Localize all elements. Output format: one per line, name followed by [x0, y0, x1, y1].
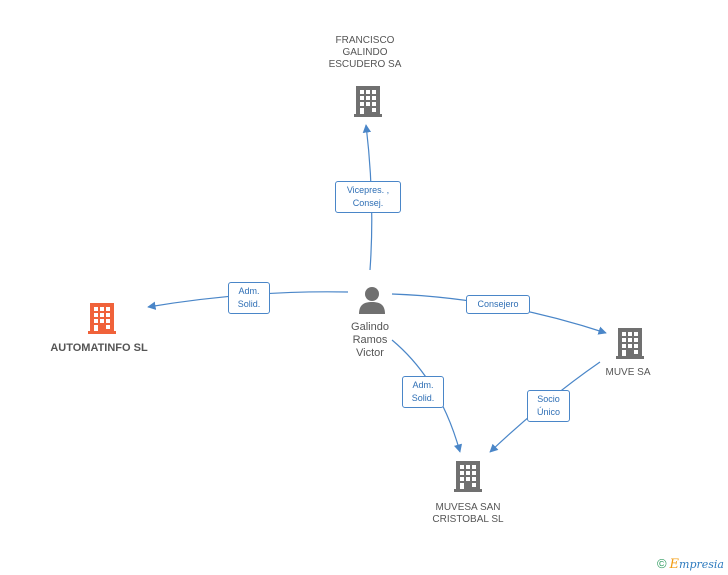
- building-icon[interactable]: [452, 459, 484, 493]
- edge-label-line: Adm.: [238, 286, 260, 296]
- node-label-line: Galindo: [351, 321, 389, 333]
- node-label-galindo: Galindo Ramos Victor: [330, 321, 410, 360]
- node-label-line: GALINDO: [342, 47, 388, 58]
- edge-label-line: Solid.: [237, 299, 261, 309]
- node-label-automatinfo: AUTOMATINFO SL: [50, 342, 148, 354]
- node-label-line: Ramos: [352, 334, 388, 346]
- node-label-muvesa: MUVESA SAN CRISTOBAL SL: [414, 502, 522, 526]
- edge-label-adm-solid-automatinfo[interactable]: Adm. Solid.: [228, 282, 270, 314]
- node-label-francisco: FRANCISCO GALINDO ESCUDERO SA: [318, 35, 412, 71]
- person-icon[interactable]: [357, 285, 387, 315]
- copyright-symbol: ©: [656, 556, 667, 571]
- edge-label-consejero[interactable]: Consejero: [466, 295, 530, 314]
- edge-label-vicepres[interactable]: Vicepres. , Consej.: [335, 181, 401, 213]
- edge-label-line: Socio: [537, 394, 560, 404]
- node-label-line: MUVESA SAN: [435, 502, 501, 513]
- edge-label-adm-solid-muvesa[interactable]: Adm. Solid.: [402, 376, 444, 408]
- building-icon[interactable]: [86, 301, 118, 335]
- node-label-line: Victor: [356, 347, 384, 359]
- edge-label-line: Vicepres. ,: [346, 185, 390, 195]
- building-icon[interactable]: [614, 326, 646, 360]
- node-label-line: ESCUDERO SA: [328, 59, 402, 70]
- node-label-line: FRANCISCO: [335, 35, 395, 46]
- node-label-line: CRISTOBAL SL: [432, 514, 504, 525]
- edge-label-line: Adm.: [412, 380, 434, 390]
- brand-name: mpresia: [679, 558, 724, 571]
- edge-label-socio-unico[interactable]: Socio Único: [527, 390, 570, 422]
- edge-label-line: Consejero: [477, 299, 519, 309]
- brand-initial: E: [669, 557, 680, 572]
- edge-label-line: Solid.: [411, 393, 435, 403]
- edge-label-line: Consej.: [352, 198, 384, 208]
- building-icon[interactable]: [352, 84, 384, 118]
- node-label-muve: MUVE SA: [605, 367, 651, 378]
- edge-label-line: Único: [536, 407, 560, 417]
- empresia-watermark: ©Empresia: [657, 556, 724, 572]
